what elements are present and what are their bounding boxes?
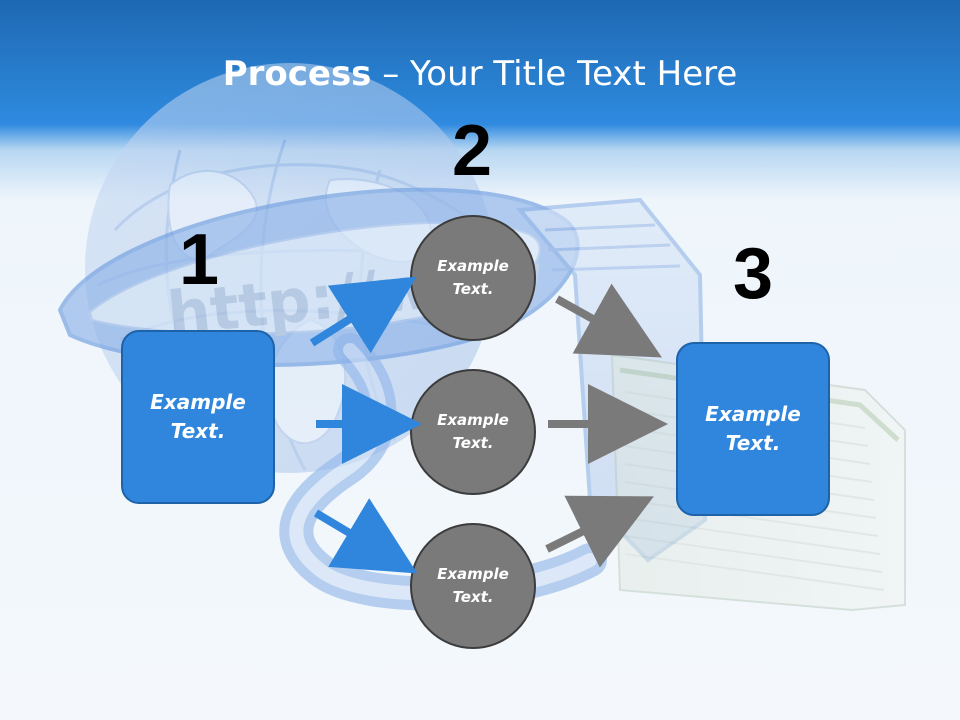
process-circle-middle: Example Text. (410, 369, 536, 495)
input-box-text: Example Text. (150, 390, 246, 443)
arrow-top-circle-to-output (555, 283, 662, 358)
process-circle-middle-text: Example Text. (437, 411, 509, 452)
arrow-input-to-bottom-circle (313, 498, 418, 574)
title-rest-text: – Your Title Text Here (371, 54, 738, 94)
process-circle-bottom-text: Example Text. (437, 565, 509, 606)
input-box: Example Text. (121, 330, 275, 504)
output-box: Example Text. (676, 342, 830, 516)
step-number-3: 3 (732, 234, 774, 314)
output-box-text: Example Text. (705, 402, 801, 455)
step-number-1: 1 (178, 220, 220, 300)
process-circle-bottom: Example Text. (410, 523, 536, 649)
arrow-input-to-top-circle (309, 276, 417, 354)
slide-title: Process – Your Title Text Here (0, 52, 960, 96)
arrow-bottom-circle-to-output (545, 495, 654, 568)
step-number-2: 2 (451, 111, 493, 191)
title-bold-text: Process (222, 54, 372, 94)
process-circle-top-text: Example Text. (437, 257, 509, 298)
